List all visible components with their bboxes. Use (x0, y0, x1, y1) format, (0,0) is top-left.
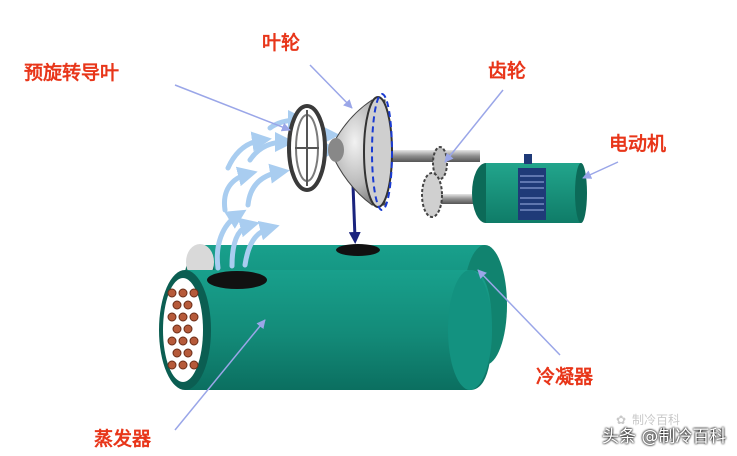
suction-port (207, 271, 267, 289)
tube-bundle-icon (167, 288, 199, 370)
watermark-text: 头条 @制冷百科 (602, 427, 727, 447)
tube-end (172, 300, 182, 310)
tube-end (189, 336, 199, 346)
tube-end (178, 336, 188, 346)
discharge-flow-arrow (348, 184, 361, 244)
drive-shaft (385, 150, 480, 162)
tube-end (183, 348, 193, 358)
tube-end (178, 360, 188, 370)
tube-end (178, 312, 188, 322)
tube-end (178, 288, 188, 298)
tube-end (189, 360, 199, 370)
tube-end (167, 360, 177, 370)
tube-end (167, 312, 177, 322)
inlet-guide-vane-icon (287, 104, 327, 192)
tube-end (172, 324, 182, 334)
discharge-port (336, 244, 380, 256)
tube-end (189, 312, 199, 322)
tube-end (189, 288, 199, 298)
motor-icon (472, 154, 587, 223)
tube-end (183, 300, 193, 310)
evaporator-shell (159, 270, 492, 390)
tube-end (167, 288, 177, 298)
tube-end (172, 348, 182, 358)
label-gear: 齿轮 (488, 60, 527, 82)
leader-lines (174, 64, 619, 431)
label-motor: 电动机 (609, 133, 667, 155)
watermark-logo-text: 制冷百科 (632, 413, 681, 427)
impeller-icon (328, 93, 393, 211)
label-inlet-guide-vane: 预旋转导叶 (24, 62, 120, 84)
watermark-logo: ✿ 制冷百科 (610, 411, 680, 428)
tube-end (167, 336, 177, 346)
watermark-logo-icon: ✿ (615, 413, 627, 427)
label-impeller: 叶轮 (262, 32, 301, 54)
label-condenser: 冷凝器 (536, 366, 594, 388)
tube-end (183, 324, 193, 334)
gear-icon (421, 146, 448, 218)
label-evaporator: 蒸发器 (94, 428, 152, 450)
